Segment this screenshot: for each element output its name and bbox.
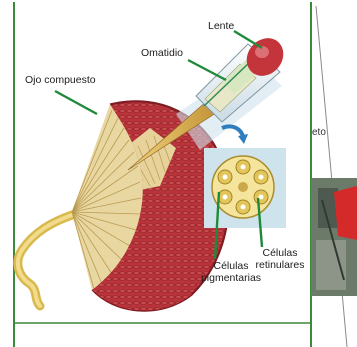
clipped-label-fragment: eto [312,127,326,138]
label-ojo-compuesto: Ojo compuesto [25,74,96,86]
label-omatidio: Omatidio [141,47,183,59]
zoom-arrow [222,126,243,136]
label-celulas-pigmentarias: Células pigmentarias [194,260,268,284]
cross-section [204,148,286,228]
insect-photo-fragment [311,178,357,296]
label-lente: Lente [208,20,234,32]
